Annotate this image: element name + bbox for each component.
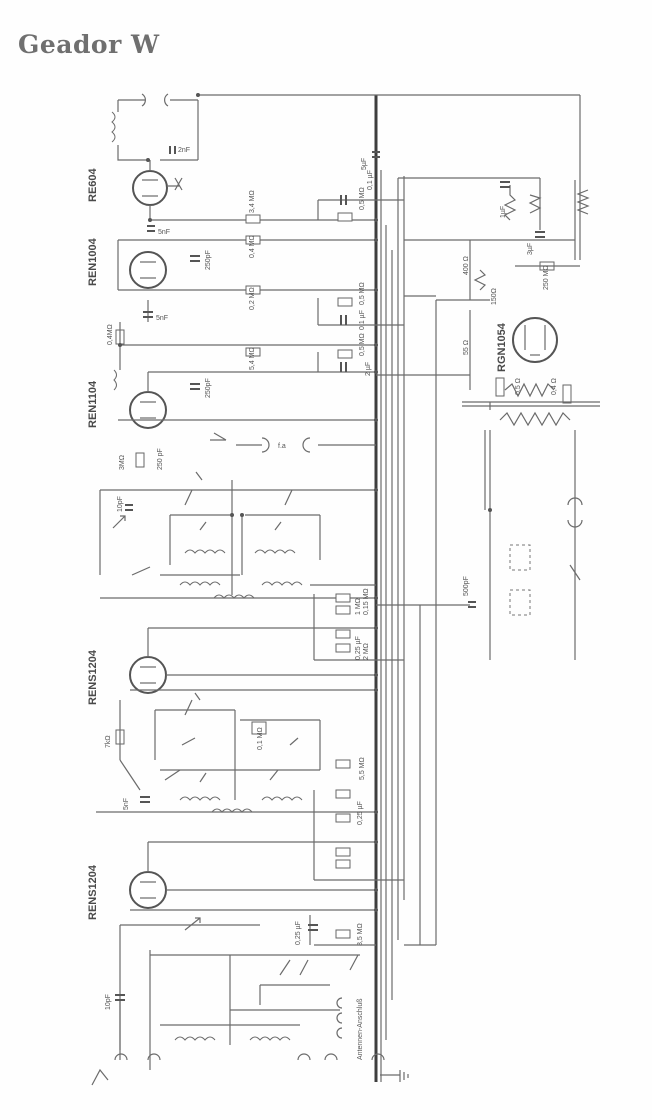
svg-text:3,4 MΩ: 3,4 MΩ: [249, 190, 256, 213]
svg-text:0,1 MΩ: 0,1 MΩ: [257, 727, 264, 750]
stage-ren1004: 250pF 0,4 MΩ REN1004 0,2 MΩ 0,5 MΩ 0,1 µ…: [87, 235, 404, 370]
svg-text:1µF: 1µF: [500, 206, 507, 218]
svg-text:5nF: 5nF: [156, 315, 168, 322]
svg-text:0,5 MΩ: 0,5 MΩ: [359, 187, 366, 210]
svg-text:500pF: 500pF: [463, 576, 470, 596]
svg-text:10pF: 10pF: [117, 496, 124, 512]
svg-text:400 Ω: 400 Ω: [463, 256, 470, 275]
tube-label-ren1104: REN1104: [87, 380, 99, 428]
svg-text:10pF: 10pF: [105, 994, 112, 1010]
antenna-section: Antennen-Anschluß 10pF: [91, 950, 409, 1086]
svg-text:5nF: 5nF: [158, 229, 170, 236]
svg-text:0,4MΩ: 0,4MΩ: [107, 324, 114, 345]
tube-re604: [132, 170, 168, 206]
svg-text:0,1 µF: 0,1 µF: [359, 310, 366, 330]
svg-text:0,25 µF: 0,25 µF: [357, 801, 364, 825]
svg-text:3µF: 3µF: [527, 243, 534, 255]
svg-text:0,5 MΩ: 0,5 MΩ: [359, 282, 366, 305]
svg-text:3,5 MΩ: 3,5 MΩ: [357, 923, 364, 946]
tube-ren1104: [129, 391, 167, 429]
svg-text:f.a: f.a: [278, 443, 286, 450]
svg-text:2nF: 2nF: [178, 147, 190, 154]
tube-label-ren1004: REN1004: [87, 237, 99, 286]
tube-ren1004: [129, 251, 167, 289]
tube-label-rens1204-lower: RENS1204: [87, 864, 99, 920]
tube-label-rens1204-upper: RENS1204: [87, 649, 99, 705]
tube-rens1204-upper: [129, 656, 167, 694]
svg-text:0,25 µF: 0,25 µF: [355, 636, 362, 660]
svg-text:0,5 MΩ: 0,5 MΩ: [359, 333, 366, 356]
stage-rens1204-upper: RENS1204 500pF: [87, 576, 476, 705]
svg-text:250pF: 250pF: [205, 378, 212, 398]
stage-ren1104: 250pF 5,4 MΩ 0,5 MΩ 2 µF REN1104 f.a: [87, 333, 376, 453]
svg-text:0,2 MΩ: 0,2 MΩ: [249, 287, 256, 310]
svg-text:0,1 µF: 0,1 µF: [367, 170, 374, 190]
svg-text:2 MΩ: 2 MΩ: [363, 643, 370, 660]
tube-rens1204-lower: [129, 871, 167, 909]
svg-text:55 Ω: 55 Ω: [463, 340, 470, 355]
svg-text:3MΩ: 3MΩ: [119, 455, 126, 470]
tuning-section-lower: 7kΩ 0,1 MΩ 5nF 5,5 MΩ: [96, 692, 404, 881]
svg-text:7kΩ: 7kΩ: [105, 735, 112, 748]
svg-text:Antennen-Anschluß: Antennen-Anschluß: [357, 999, 364, 1060]
svg-text:5nF: 5nF: [123, 798, 130, 810]
page-title: Geador W: [18, 30, 160, 59]
svg-text:250pF: 250pF: [205, 250, 212, 270]
svg-text:1 MΩ: 1 MΩ: [355, 598, 362, 615]
tuning-section-upper: 3MΩ 250 pF 10pF: [99, 448, 404, 661]
svg-text:250 MΩ: 250 MΩ: [543, 265, 550, 290]
svg-text:0,4 MΩ: 0,4 MΩ: [249, 235, 256, 258]
svg-text:5,4 MΩ: 5,4 MΩ: [249, 347, 256, 370]
stage-re604: 2nF RE604 3,4 MΩ 5nF 0,5 MΩ 0,1 µF 5µF: [87, 93, 404, 236]
junction-dots: [118, 93, 492, 912]
svg-text:0,25 µF: 0,25 µF: [295, 921, 302, 945]
tube-label-rgn1054: RGN1054: [496, 322, 508, 372]
power-supply: 1µF 3µF 400 Ω 150Ω 250 MΩ RGN1054 55 Ω 0…: [376, 177, 600, 946]
svg-text:0,5 Ω: 0,5 Ω: [515, 378, 522, 395]
svg-text:150Ω: 150Ω: [491, 288, 498, 305]
svg-text:250 pF: 250 pF: [157, 448, 164, 470]
svg-text:0,15 MΩ: 0,15 MΩ: [363, 588, 370, 615]
stage-rens1204-lower: RENS1204 0,25 µF 3,5 MΩ: [87, 841, 376, 1060]
resistor-3-4: [245, 214, 261, 224]
svg-text:5µF: 5µF: [361, 158, 368, 170]
tube-rgn1054: [512, 317, 558, 363]
svg-text:0,4 Ω: 0,4 Ω: [551, 378, 558, 395]
svg-text:2 µF: 2 µF: [365, 362, 372, 376]
svg-text:5,5 MΩ: 5,5 MΩ: [359, 757, 366, 780]
tube-label-re604: RE604: [87, 167, 99, 202]
